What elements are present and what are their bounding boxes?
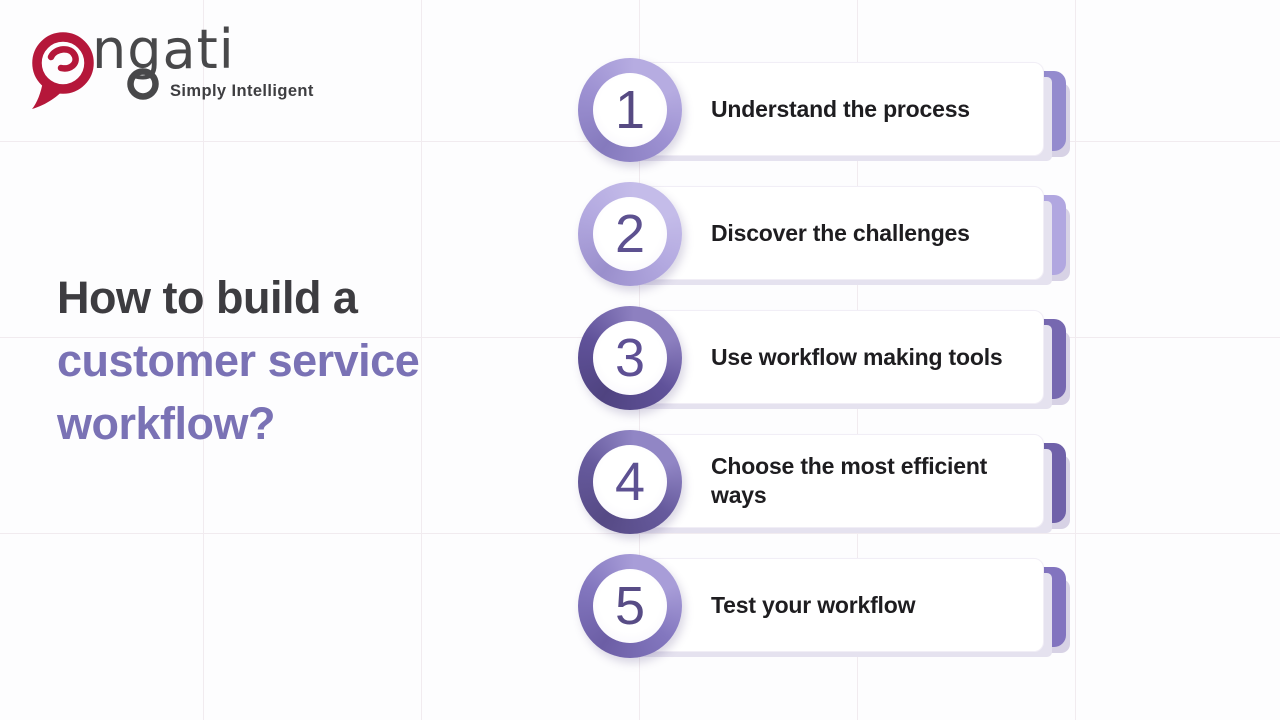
step-number-ring: 2 — [578, 182, 682, 286]
brand-logo: ngati Simply Intelligent — [30, 8, 330, 118]
step-number-disc: 5 — [593, 569, 667, 643]
step-number: 2 — [614, 204, 646, 264]
step-card: Choose the most efficient ways — [614, 434, 1044, 528]
step-row: Understand the process 1 — [578, 58, 1070, 182]
step-row: Discover the challenges 2 — [578, 182, 1070, 306]
step-number: 4 — [614, 452, 646, 512]
step-number-ring: 1 — [578, 58, 682, 162]
step-card: Discover the challenges — [614, 186, 1044, 280]
logo-g-ring — [127, 68, 159, 100]
step-number-disc: 1 — [593, 73, 667, 147]
logo-graphic: ngati Simply Intelligent — [32, 18, 314, 109]
step-number-ring: 4 — [578, 430, 682, 534]
step-label: Test your workflow — [711, 591, 916, 618]
step-label: Understand the process — [711, 95, 970, 122]
steps-list: Understand the process 1 Discover the ch… — [578, 58, 1070, 678]
title-prefix: How to build a — [57, 272, 358, 323]
title-highlight: customer service workflow? — [57, 335, 420, 449]
step-label: Use workflow making tools — [711, 343, 1003, 370]
step-number: 1 — [614, 80, 646, 140]
step-label: Discover the challenges — [711, 219, 970, 246]
step-row: Use workflow making tools 3 — [578, 306, 1070, 430]
logo-bubble-icon — [32, 32, 94, 109]
step-card: Test your workflow — [614, 558, 1044, 652]
step-card: Use workflow making tools — [614, 310, 1044, 404]
logo-wordmark: ngati — [92, 18, 235, 81]
step-number-ring: 3 — [578, 306, 682, 410]
step-number: 3 — [614, 328, 646, 388]
step-card: Understand the process — [614, 62, 1044, 156]
step-row: Choose the most efficient ways 4 — [578, 430, 1070, 554]
step-row: Test your workflow 5 — [578, 554, 1070, 678]
page-title: How to build a customer service workflow… — [57, 266, 469, 455]
step-number-disc: 4 — [593, 445, 667, 519]
logo-tagline: Simply Intelligent — [170, 82, 314, 100]
step-number-disc: 2 — [593, 197, 667, 271]
step-number-disc: 3 — [593, 321, 667, 395]
step-label: Choose the most efficient ways — [711, 453, 988, 508]
step-number: 5 — [614, 576, 646, 636]
step-number-ring: 5 — [578, 554, 682, 658]
